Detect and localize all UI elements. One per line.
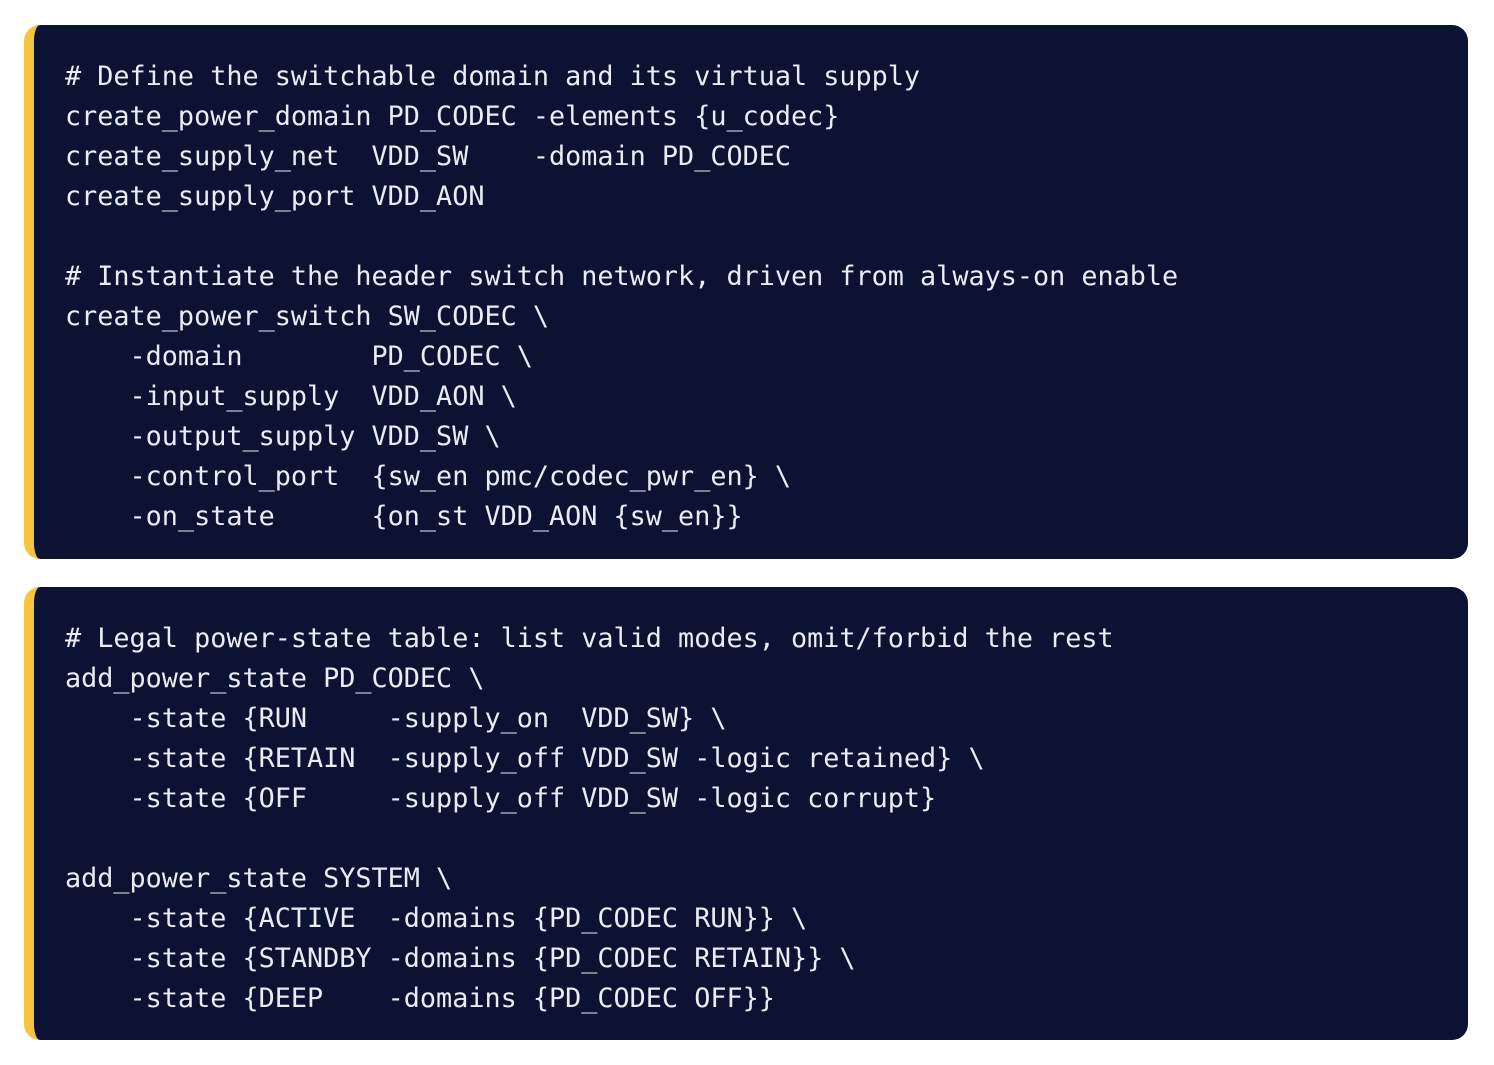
code-line: # Define the switchable domain and its v… bbox=[65, 61, 921, 92]
code-line: -state {RETAIN -supply_off VDD_SW -logic… bbox=[65, 743, 985, 774]
code-line: -input_supply VDD_AON \ bbox=[65, 381, 517, 412]
code-line: -state {OFF -supply_off VDD_SW -logic co… bbox=[65, 783, 937, 814]
code-line: # Instantiate the header switch network,… bbox=[65, 261, 1179, 292]
code-line: create_power_switch SW_CODEC \ bbox=[65, 301, 549, 332]
code-line: -control_port {sw_en pmc/codec_pwr_en} \ bbox=[65, 461, 791, 492]
code-line: -output_supply VDD_SW \ bbox=[65, 421, 501, 452]
code-line: create_power_domain PD_CODEC -elements {… bbox=[65, 101, 840, 132]
code-line: -domain PD_CODEC \ bbox=[65, 341, 533, 372]
code-block-power-switch: # Define the switchable domain and its v… bbox=[24, 25, 1468, 559]
code-line: add_power_state PD_CODEC \ bbox=[65, 663, 485, 694]
code-line: -on_state {on_st VDD_AON {sw_en}} bbox=[65, 501, 743, 532]
code-line: -state {RUN -supply_on VDD_SW} \ bbox=[65, 703, 727, 734]
code-line: -state {ACTIVE -domains {PD_CODEC RUN}} … bbox=[65, 903, 808, 934]
code-line: create_supply_net VDD_SW -domain PD_CODE… bbox=[65, 141, 791, 172]
code-line bbox=[65, 819, 1468, 859]
code-line: create_supply_port VDD_AON bbox=[65, 181, 485, 212]
code-block-power-states: # Legal power-state table: list valid mo… bbox=[24, 587, 1468, 1040]
code-line: -state {DEEP -domains {PD_CODEC OFF}} bbox=[65, 983, 775, 1014]
code-line bbox=[65, 217, 1468, 257]
code-line: # Legal power-state table: list valid mo… bbox=[65, 623, 1114, 654]
code-line: -state {STANDBY -domains {PD_CODEC RETAI… bbox=[65, 943, 856, 974]
code-line: add_power_state SYSTEM \ bbox=[65, 863, 453, 894]
